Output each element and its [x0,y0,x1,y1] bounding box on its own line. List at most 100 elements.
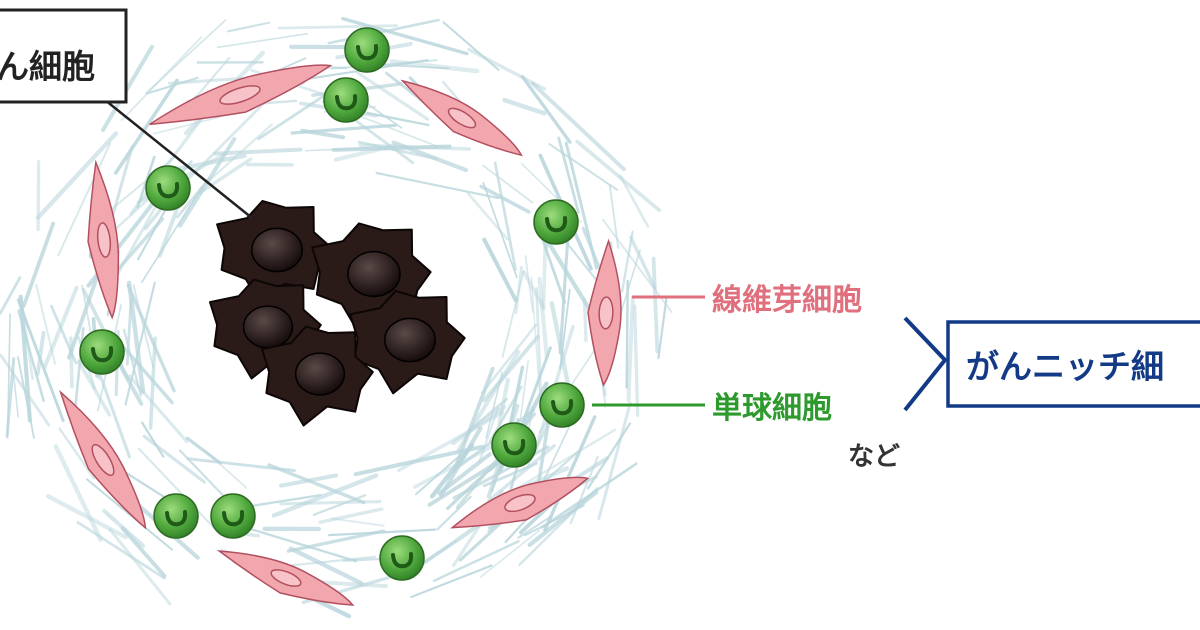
fiber-strand [575,139,662,213]
fiber-strand [363,100,403,129]
fiber-strand [108,145,134,226]
fiber-strand [482,237,518,303]
fiber-strand [113,78,179,175]
cancer-cell-cluster [209,200,466,427]
fiber-strand [21,221,56,308]
fiber-strand [535,287,543,417]
fiber-strand [129,111,208,216]
fiber-strand [124,281,156,406]
fibroblast-cell [450,476,590,529]
fiber-strand [619,174,650,228]
fiber-strand [482,334,540,403]
fibroblast-cell [587,238,622,387]
fiber-strand [42,285,79,370]
fiber-strand [442,21,500,71]
fiber-strand [597,401,632,520]
fibroblast-label-group: 線維芽細胞 [632,283,862,318]
fibroblast-cell [59,389,147,530]
fiber-strand [140,421,165,458]
fiber-strand [18,294,32,423]
monocyte-cell [344,27,390,73]
fiber-strand [493,161,517,271]
fiber-strand [410,564,493,599]
fiber-strand [564,141,598,270]
fiber-strand [502,97,547,116]
fiber-strand [375,171,500,200]
fiber-strand [651,256,660,354]
fiber-strand [86,478,173,551]
fiber-strand [235,523,358,563]
cancer-cell [261,325,374,427]
cancer-cell-label-box [0,8,128,104]
fiber-strand [45,494,128,540]
fibroblast-cell [216,550,355,606]
cancer-cell-pointer-line [104,99,253,219]
fiber-strand [17,356,35,439]
fiber-strand [198,157,253,195]
fiber-strand [57,142,112,257]
monocyte-cell [153,493,199,539]
monocyte-cell [79,329,125,375]
fibroblast-label: 線維芽細胞 [712,283,862,318]
fiber-strand [6,313,11,439]
fiber-strand [558,229,570,355]
fiber-strand [487,444,556,503]
monocyte-cell [533,199,579,245]
niche-bracket-arrow [903,316,948,412]
fiber-strand [478,407,500,464]
monocyte-cells [79,27,585,581]
fiber-strand [35,283,57,365]
fiber-strand [436,495,472,531]
fiber-strand [625,279,629,389]
fiber-strand [522,270,546,311]
fibroblast-cell [400,79,523,157]
monocyte-label-group: 単球細胞 [592,391,832,426]
fiber-strand [472,397,508,428]
fiber-strand [626,295,635,403]
fiber-strand [451,404,506,446]
fiber-strand [501,270,525,358]
fiber-strand [35,131,119,220]
fiber-strand [569,455,599,525]
fiber-strand [517,514,554,539]
fiber-strand [557,136,580,214]
fiber-strand [35,330,46,376]
fiber-strand [629,235,657,290]
fibroblast-cell [87,159,120,320]
fiber-strand [76,521,166,580]
fiber-strand [482,164,534,204]
fiber-strand [608,184,620,250]
fiber-strand [102,508,146,548]
fiber-strand [185,436,222,465]
cancer-cell [349,290,466,395]
fiber-strand [148,336,157,430]
fiber-strand [300,128,346,140]
fiber-strand [213,147,303,156]
cancer-cell-label: ん細胞 [0,47,95,86]
cancer-niche-label-box [946,320,1200,408]
cancer-niche-label-group: がんニッチ細 [946,320,1200,408]
fiber-strand [137,447,222,536]
fiber-strand [58,427,96,480]
fiber-strand [0,276,22,315]
fiber-strand [482,181,518,279]
cancer-cell-label-group: ん細胞 [0,8,253,219]
cancer-niche-label: がんニッチ細 [966,347,1164,386]
fiber-strand [152,116,221,135]
fiber-strand [633,304,640,417]
fiber-strand [330,517,385,527]
fiber-strand [257,90,331,141]
fiber-strand [415,453,463,496]
cancer-cell [216,200,333,305]
monocyte-label: 単球細胞 [712,391,832,426]
monocyte-cell [491,422,537,468]
fiber-strand [12,369,19,418]
fiber-strand [543,415,597,532]
fiber-strand [17,309,45,403]
fiber-strand [520,74,572,144]
fiber-strand [288,546,364,586]
fiber-strand [279,473,338,488]
monocyte-cell [539,382,585,428]
fiber-strand [137,201,171,261]
fiber-strand [157,200,182,258]
